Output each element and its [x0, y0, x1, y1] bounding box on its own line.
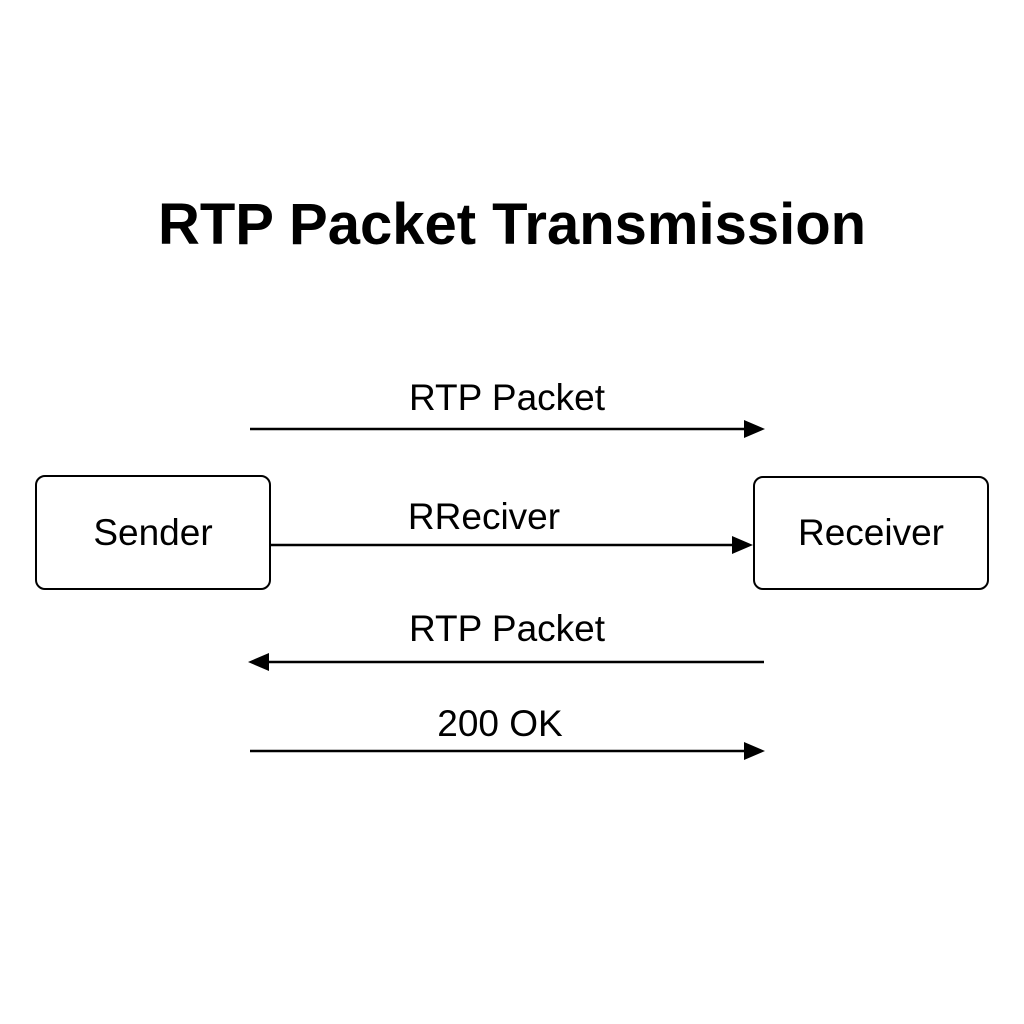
receiver-label: Receiver — [798, 512, 944, 553]
message-arrow-3 — [248, 653, 764, 671]
message-label-2: RReciver — [407, 496, 561, 537]
diagram-title: RTP Packet Transmission — [157, 192, 867, 257]
message-label-3: RTP Packet — [408, 608, 606, 649]
receiver-node: Receiver — [753, 476, 989, 590]
arrowhead-right-icon — [744, 742, 765, 760]
message-label-1: RTP Packet — [408, 377, 606, 418]
arrowhead-right-icon — [732, 536, 753, 554]
message-arrow-1 — [250, 420, 765, 438]
sender-label: Sender — [93, 511, 213, 553]
sender-node: Sender — [35, 475, 271, 590]
arrowhead-left-icon — [248, 653, 269, 671]
message-arrow-2 — [271, 536, 753, 554]
arrowhead-right-icon — [744, 420, 765, 438]
message-label-4: 200 OK — [437, 703, 563, 744]
message-arrow-4 — [250, 742, 765, 760]
